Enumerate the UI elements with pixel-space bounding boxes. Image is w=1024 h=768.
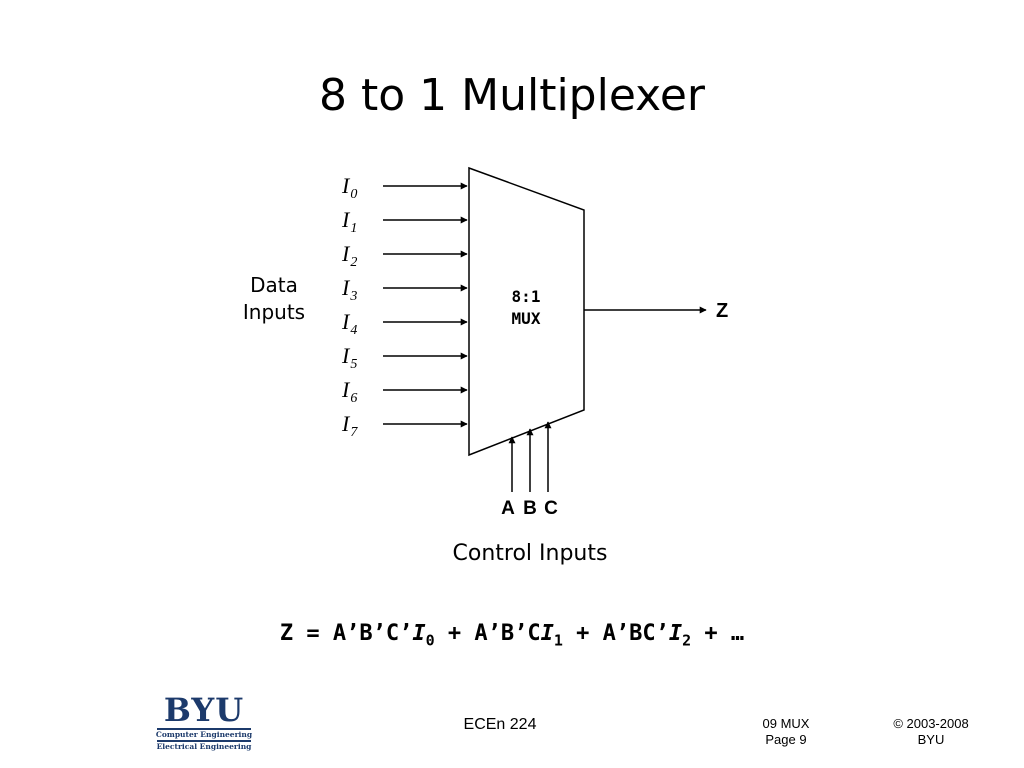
equation-op2: + A’BC’	[562, 621, 669, 646]
input-letter-7: I	[341, 411, 351, 436]
input-label-3: I3	[341, 275, 357, 304]
logo-sub-computer: Computer Engineering	[155, 730, 253, 739]
input-subscript-2: 2	[350, 255, 357, 270]
input-letter-3: I	[341, 275, 351, 300]
input-label-4: I4	[341, 309, 357, 338]
logo-rule-2	[157, 740, 251, 742]
input-letter-0: I	[341, 173, 351, 198]
equation-term1-sub: 1	[553, 631, 563, 650]
input-letter-5: I	[341, 343, 351, 368]
mux-equation: Z = A’B’C’I0 + A’B’CI1 + A’BC’I2 + …	[0, 614, 1024, 660]
equation-op1: + A’B’C	[434, 621, 541, 646]
mux-body	[468, 166, 585, 457]
input-subscript-5: 5	[350, 357, 357, 372]
copyright-org: BYU	[917, 732, 945, 747]
copyright-years: © 2003-2008	[893, 716, 969, 731]
course-label: ECEn 224	[463, 716, 537, 733]
input-letter-2: I	[341, 241, 351, 266]
mux-label-name: MUX	[512, 309, 541, 328]
equation-term0-letter: I	[412, 621, 426, 646]
equation-lhs: Z = A’B’C’	[279, 621, 413, 646]
equation-term2-sub: 2	[682, 631, 692, 650]
input-label-1: I1	[341, 207, 357, 236]
input-label-6: I6	[341, 377, 357, 406]
mux-label-ratio: 8:1	[512, 287, 541, 306]
lecture-info: 09 MUX Page 9	[746, 716, 826, 748]
logo-rule	[157, 728, 251, 730]
input-subscript-4: 4	[350, 323, 357, 338]
control-inputs-label: Control Inputs	[453, 541, 608, 566]
logo-sub-electrical: Electrical Engineering	[156, 742, 252, 751]
select-label-a: A	[501, 498, 515, 519]
select-label-c: C	[544, 498, 558, 519]
input-letter-6: I	[341, 377, 351, 402]
input-subscript-0: 0	[350, 187, 357, 202]
page-number: Page 9	[765, 732, 807, 747]
equation-term2-letter: I	[668, 621, 683, 646]
input-label-7: I7	[341, 411, 358, 440]
page-title: 8 to 1 Multiplexer	[319, 70, 705, 121]
equation-tail: + …	[691, 621, 745, 646]
input-label-5: I5	[341, 343, 357, 372]
input-letter-1: I	[341, 207, 351, 232]
logo-word: BYU	[163, 691, 245, 729]
data-inputs-label-line2: Inputs	[243, 300, 305, 324]
copyright-info: © 2003-2008 BYU	[876, 716, 986, 748]
data-inputs-label-line1: Data	[250, 273, 298, 297]
input-label-2: I2	[341, 241, 357, 270]
input-subscript-1: 1	[350, 221, 357, 236]
equation-term1-letter: I	[540, 621, 554, 646]
input-label-0: I0	[341, 173, 357, 202]
input-subscript-3: 3	[349, 289, 357, 304]
input-subscript-6: 6	[350, 391, 357, 406]
byu-logo: BYU Computer Engineering Electrical Engi…	[155, 692, 253, 752]
lecture-name: 09 MUX	[762, 716, 810, 731]
input-subscript-7: 7	[350, 425, 358, 440]
select-label-b: B	[523, 498, 537, 519]
equation-term0-sub: 0	[425, 631, 435, 650]
output-label: Z	[716, 300, 728, 322]
input-letter-4: I	[341, 309, 351, 334]
